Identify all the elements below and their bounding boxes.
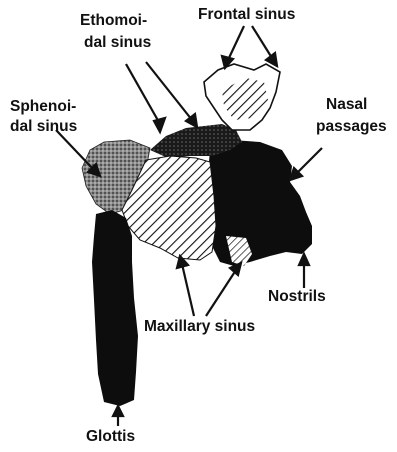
maxillary-arrow-1	[182, 264, 194, 316]
label-ethmoidal-2: dal sinus	[84, 34, 151, 51]
frontal-arrow-1	[228, 26, 244, 60]
pharynx-shape	[92, 210, 138, 406]
nasal-arrow	[296, 148, 322, 174]
frontal-arrow-2	[252, 26, 272, 58]
sphenoidal-arrow	[56, 130, 94, 170]
label-nostrils: Nostrils	[268, 288, 326, 305]
label-sphenoidal-1: Sphenoi-	[10, 98, 76, 115]
nostrils-arrowhead	[299, 254, 309, 265]
label-sphenoidal-2: dal sinus	[10, 118, 77, 135]
ethmoidal-arrowhead-1	[154, 118, 165, 132]
maxillary-arrow-2	[206, 270, 236, 316]
label-nasal-2: passages	[316, 118, 387, 135]
label-frontal-sinus: Frontal sinus	[198, 6, 295, 23]
label-glottis: Glottis	[86, 428, 135, 445]
glottis-arrowhead	[113, 406, 123, 416]
label-ethmoidal-1: Ethomoi-	[80, 12, 147, 29]
nasal-passages-shape	[206, 140, 312, 266]
label-maxillary-sinus: Maxillary sinus	[144, 318, 255, 335]
label-nasal-1: Nasal	[326, 96, 367, 113]
